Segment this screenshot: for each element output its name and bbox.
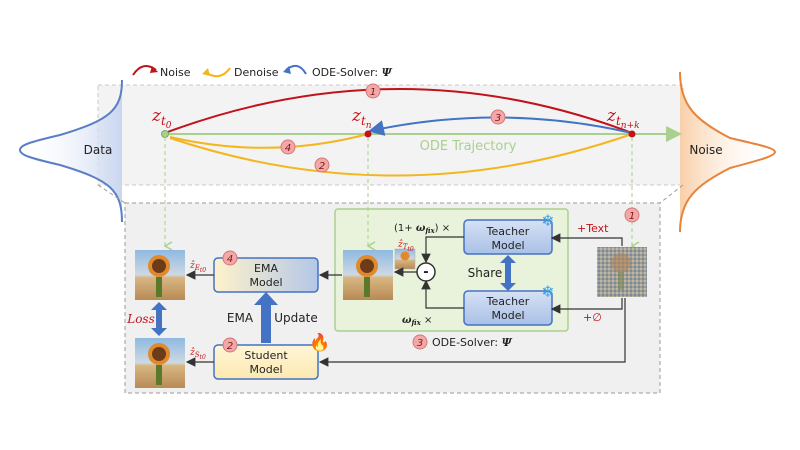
label-zhat-s: ẑSt0 [189, 347, 206, 361]
snowflake-icon: ❄ [541, 211, 554, 230]
label-zt0: zt0 [151, 106, 172, 131]
denoise-path-2 [169, 133, 633, 177]
svg-text:Student: Student [244, 349, 288, 362]
snowflake-icon: ❄ [541, 282, 554, 301]
data-label: Data [84, 143, 113, 157]
fire-icon: 🔥 [309, 332, 330, 353]
svg-text:-: - [423, 265, 428, 280]
svg-text:4: 4 [285, 143, 291, 154]
ode-trajectory-label: ODE Trajectory [420, 139, 517, 154]
badge-3-top: 3 [490, 109, 506, 125]
svg-text:Model: Model [491, 309, 524, 322]
svg-text:Model: Model [249, 276, 282, 289]
svg-text:2: 2 [227, 341, 233, 352]
label-zhat-e: ẑEt0 [189, 260, 206, 274]
label-ztn: ztn [351, 106, 372, 131]
loss-arrow [151, 302, 167, 336]
badge-4-bottom: 4 [222, 250, 238, 266]
small-teacher-image [394, 248, 416, 270]
subtract-node: - [416, 262, 436, 282]
teacher-model-top: Teacher Model [463, 219, 553, 255]
weight-top-label: (1+ ωfix) × [394, 223, 450, 235]
weight-bottom-label: ωfix × [402, 315, 432, 327]
svg-text:ODE-Solver: Ψ: ODE-Solver: Ψ [432, 336, 513, 349]
teacher-output-image [343, 250, 393, 300]
svg-text:1: 1 [370, 87, 376, 98]
denoise-path-4 [169, 133, 369, 149]
share-label: Share [468, 266, 503, 280]
ema-model: EMA Model [213, 257, 319, 293]
share-arrow [500, 255, 516, 291]
ema-update-label-b: Update [274, 311, 317, 325]
noise-distribution [680, 72, 775, 232]
svg-text:3: 3 [417, 338, 423, 349]
badge-2-top: 2 [314, 157, 330, 173]
legend-noise-label: Noise [160, 66, 191, 79]
teacher-model-bottom: Teacher Model [463, 290, 553, 326]
svg-text:Teacher: Teacher [486, 225, 530, 238]
loss-label: Loss [126, 312, 155, 326]
ema-update-label-a: EMA [227, 311, 254, 325]
plus-text-label: +Text [577, 222, 609, 235]
svg-text:2: 2 [319, 161, 325, 172]
data-distribution [20, 80, 122, 222]
point-ztnk [628, 130, 636, 138]
svg-text:Model: Model [249, 363, 282, 376]
svg-text:4: 4 [227, 254, 233, 265]
svg-text:Teacher: Teacher [486, 295, 530, 308]
student-model: Student Model [213, 344, 319, 380]
noise-path-1 [164, 88, 633, 134]
label-zhat-t: ẑTt0 [397, 239, 414, 253]
svg-text:1: 1 [629, 211, 635, 222]
svg-text:Model: Model [491, 239, 524, 252]
point-ztn [364, 130, 372, 138]
point-zt0 [161, 130, 169, 138]
ema-update-arrow [254, 292, 278, 343]
legend: Noise Denoise ODE-Solver: Ψ [132, 64, 393, 79]
student-output-image [135, 338, 185, 388]
badge-4-top: 4 [280, 139, 296, 155]
badge-2-bottom: 2 [222, 337, 238, 353]
ema-output-image [135, 250, 185, 300]
legend-denoise-label: Denoise [234, 66, 279, 79]
noise-label: Noise [689, 143, 722, 157]
badge-1-top: 1 [365, 83, 381, 99]
label-ztnk: ztn+k [606, 106, 640, 131]
plus-empty-label: +∅ [583, 311, 602, 324]
badge-1-bottom: 1 [624, 207, 640, 223]
svg-text:3: 3 [495, 113, 501, 124]
svg-text:EMA: EMA [254, 262, 278, 275]
ode-solver-caption: 3 ODE-Solver: Ψ [412, 334, 513, 350]
noisy-image [597, 247, 647, 297]
legend-ode-solver-label: ODE-Solver: Ψ [312, 66, 393, 79]
